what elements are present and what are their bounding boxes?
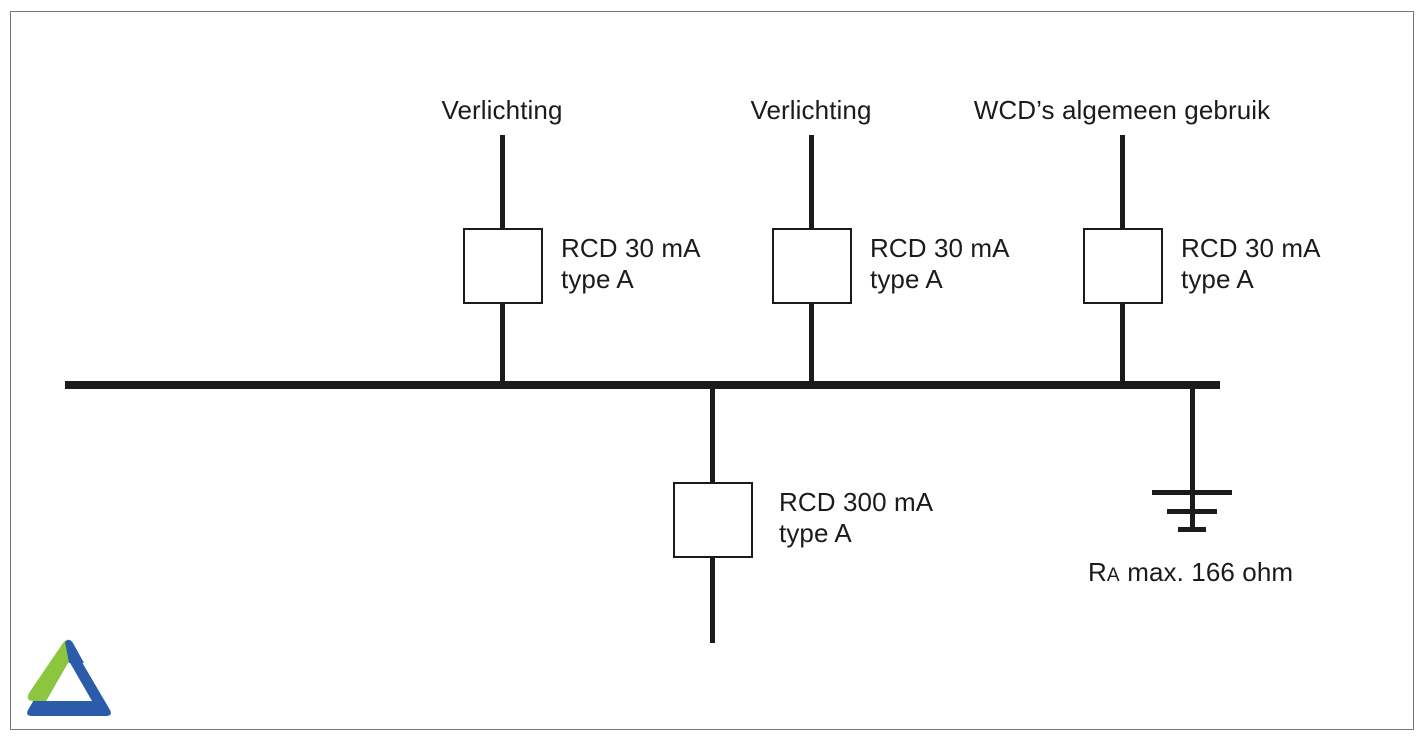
branch-2-rcd-label-line2: type A (870, 264, 943, 294)
incoming-rcd-box (673, 482, 753, 558)
incoming-rcd-label-line2: type A (779, 518, 852, 548)
earth-label-prefix: R (1088, 557, 1107, 587)
incoming-wire-lower (710, 552, 715, 643)
incoming-wire-upper (710, 386, 715, 486)
earth-wire (1190, 386, 1195, 531)
branch-1-rcd-box (463, 228, 543, 304)
incoming-rcd-label-line1: RCD 300 mA (779, 487, 934, 517)
logo-apex-cap (65, 639, 84, 663)
earth-label-subscript: A (1106, 565, 1120, 586)
branch-3-title: WCD’s algemeen gebruik (973, 95, 1271, 125)
branch-2-rcd-box (772, 228, 852, 304)
branch-3-rcd-box (1083, 228, 1163, 304)
branch-2-wire-upper (809, 135, 814, 235)
branch-1-rcd-label: RCD 30 mA type A (561, 233, 701, 295)
branch-1-wire-upper (500, 135, 505, 235)
branch-1-title: Verlichting (441, 95, 563, 125)
main-distribution-busbar (65, 381, 1220, 389)
earth-label-rest: max. 166 ohm (1119, 557, 1294, 587)
logo-green-shape (27, 640, 69, 701)
branch-3-rcd-label-line1: RCD 30 mA (1181, 233, 1321, 263)
earth-bar-3 (1178, 527, 1206, 532)
branch-2-wire-lower (809, 298, 814, 388)
branch-3-rcd-label-line2: type A (1181, 264, 1254, 294)
triangle-logo (22, 631, 116, 725)
branch-2-rcd-label-line1: RCD 30 mA (870, 233, 1010, 263)
branch-2-rcd-label: RCD 30 mA type A (870, 233, 1010, 295)
branch-1-wire-lower (500, 298, 505, 388)
branch-1-rcd-label-line2: type A (561, 264, 634, 294)
branch-3-wire-upper (1120, 135, 1125, 235)
earth-bar-1 (1152, 490, 1232, 495)
earth-resistance-label: RA max. 166 ohm (1088, 557, 1293, 591)
branch-3-wire-lower (1120, 298, 1125, 388)
branch-2-title: Verlichting (750, 95, 872, 125)
earth-bar-2 (1167, 509, 1217, 514)
branch-1-rcd-label-line1: RCD 30 mA (561, 233, 701, 263)
incoming-rcd-label: RCD 300 mA type A (779, 487, 933, 549)
branch-3-rcd-label: RCD 30 mA type A (1181, 233, 1321, 295)
